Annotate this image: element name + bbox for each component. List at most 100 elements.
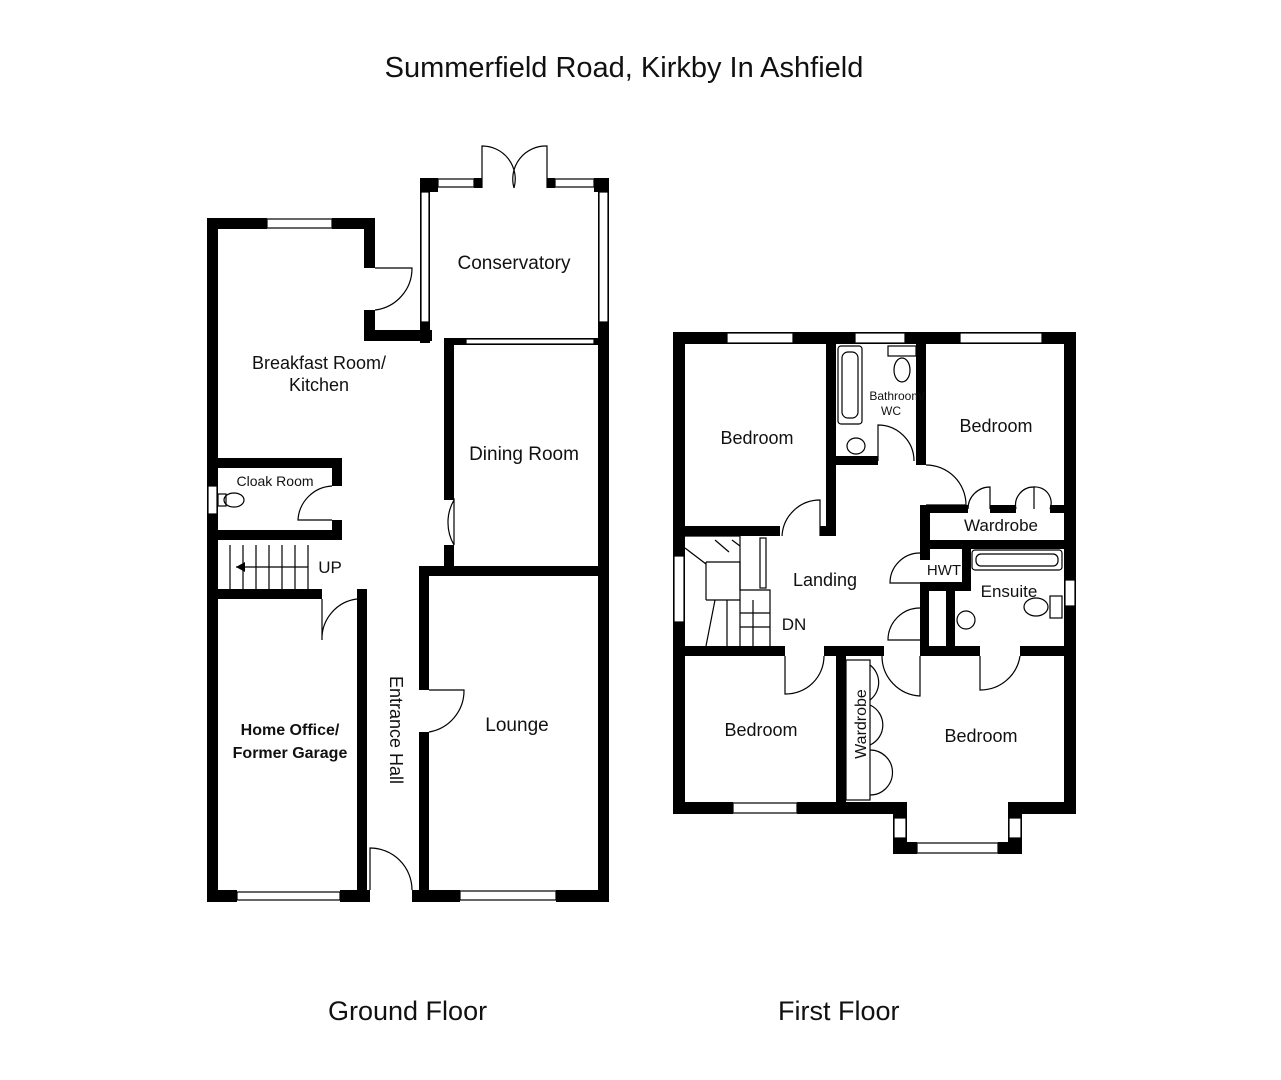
first-south-wall <box>797 802 907 814</box>
ground-east-wall <box>598 330 609 902</box>
stairs-up-label: UP <box>318 558 342 577</box>
toilet <box>893 357 911 383</box>
ensuite-window <box>1064 579 1076 607</box>
bath-tub <box>837 345 863 425</box>
hwt-east-wall <box>962 549 971 589</box>
room-label-hwt: HWT <box>927 562 961 579</box>
bedroom-east-wall <box>826 344 836 532</box>
bathroom-window <box>854 332 906 344</box>
wardrobe-door <box>1014 486 1035 510</box>
ensuite-south-wall <box>920 646 980 656</box>
french-door-right <box>512 145 548 189</box>
wc-cistern <box>217 493 227 507</box>
kitchen-east-wall <box>364 310 375 340</box>
stairs-down-label: DN <box>782 615 807 634</box>
kitchen-window <box>266 218 333 229</box>
office-door <box>321 598 358 641</box>
room-label-landing: Landing <box>793 570 857 590</box>
hwt-door <box>889 552 921 584</box>
room-label-lounge: Lounge <box>485 715 548 736</box>
bay-side-window <box>1008 817 1022 839</box>
basin <box>846 437 866 455</box>
cloak-door <box>297 485 333 521</box>
ensuite-west-wall <box>946 582 955 652</box>
plan-title: Summerfield Road, Kirkby In Ashfield <box>384 52 864 84</box>
room-label-bathroom: Bathroom/ <box>869 389 925 403</box>
wardrobe-door <box>869 664 880 701</box>
bay-wall <box>998 842 1022 854</box>
room-label-bedroom: Bedroom <box>959 416 1032 436</box>
wardrobe-north-wall <box>920 505 968 513</box>
hwt-south-wall <box>920 582 971 591</box>
room-label-wardrobe: Wardrobe <box>853 689 870 759</box>
conservatory-window <box>598 191 609 323</box>
bay-wall <box>893 842 917 854</box>
bedroom-window <box>959 332 1043 344</box>
bathroom-east-wall <box>916 344 926 464</box>
bedroom-door <box>781 499 821 537</box>
bedroom-door <box>784 655 825 695</box>
room-label-dining-room: Dining Room <box>469 444 579 465</box>
wardrobe-west-wall <box>920 505 930 560</box>
wardrobe-door <box>1033 486 1052 510</box>
wc-toilet <box>223 492 245 508</box>
room-label-home-office: Home Office/ <box>241 722 340 739</box>
bedroom-door <box>925 464 967 506</box>
cloak-east-wall <box>332 458 342 486</box>
sliding-door <box>465 338 595 345</box>
room-label-kitchen: Kitchen <box>289 375 349 395</box>
room-label-wc: WC <box>881 404 901 418</box>
ensuite-wall <box>920 591 929 646</box>
conservatory-window <box>437 178 475 188</box>
ground-floor-label: Ground Floor <box>328 996 488 1026</box>
bay-window <box>916 842 999 854</box>
kitchen-east-wall <box>364 218 375 268</box>
conservatory-base-wall <box>364 330 432 341</box>
bedroom-north-wall <box>824 646 884 656</box>
lounge-west-wall <box>419 566 429 690</box>
bay-side-window <box>893 817 907 839</box>
ground-south-wall <box>556 890 609 902</box>
bedroom-door <box>881 655 921 697</box>
first-south-wall <box>673 802 733 814</box>
office-east-wall <box>357 589 367 902</box>
landing-door <box>887 607 921 641</box>
cloak-window <box>207 485 218 515</box>
first-floor-label: First Floor <box>778 996 900 1026</box>
first-floor-plan: Bedroom Bathroom/ WC Bedroom Wardrobe La… <box>673 332 1076 854</box>
wardrobe-south-wall <box>920 540 1070 549</box>
bedroom-south-wall <box>820 526 836 536</box>
front-door <box>369 847 413 891</box>
dining-door <box>447 497 455 546</box>
ground-staircase <box>229 545 309 590</box>
ensuite-basin <box>956 610 976 630</box>
ground-west-wall <box>207 218 218 902</box>
room-label-breakfast-room: Breakfast Room/ <box>252 353 386 373</box>
room-label-conservatory: Conservatory <box>458 253 571 274</box>
bedroom-south-wall <box>685 526 780 536</box>
room-label-entrance-hall: Entrance Hall <box>386 676 406 784</box>
dining-west-wall <box>444 340 454 500</box>
landing-window <box>673 555 685 623</box>
bathroom-south-wall <box>836 456 878 465</box>
ground-floor-plan: Conservatory Breakfast Room/ Kitchen Din… <box>207 145 609 902</box>
lounge-window <box>459 890 557 901</box>
garage-door-window <box>236 891 341 901</box>
conservatory-window <box>420 191 430 323</box>
side-wardrobe <box>845 659 871 801</box>
room-label-wardrobe: Wardrobe <box>964 516 1038 535</box>
room-label-former-garage: Former Garage <box>233 745 348 762</box>
dining-west-wall <box>444 545 454 571</box>
kitchen-back-door <box>374 267 413 311</box>
bedroom-divide-wall <box>836 646 846 814</box>
office-north-wall <box>207 589 322 599</box>
room-label-bedroom: Bedroom <box>724 720 797 740</box>
first-south-wall <box>1010 802 1076 814</box>
banister <box>759 537 767 589</box>
lounge-west-wall <box>419 732 429 902</box>
ground-north-wall <box>332 218 375 229</box>
bathroom-south-wall <box>916 456 926 465</box>
ensuite-cistern <box>1049 595 1063 619</box>
wardrobe-door <box>967 486 991 510</box>
